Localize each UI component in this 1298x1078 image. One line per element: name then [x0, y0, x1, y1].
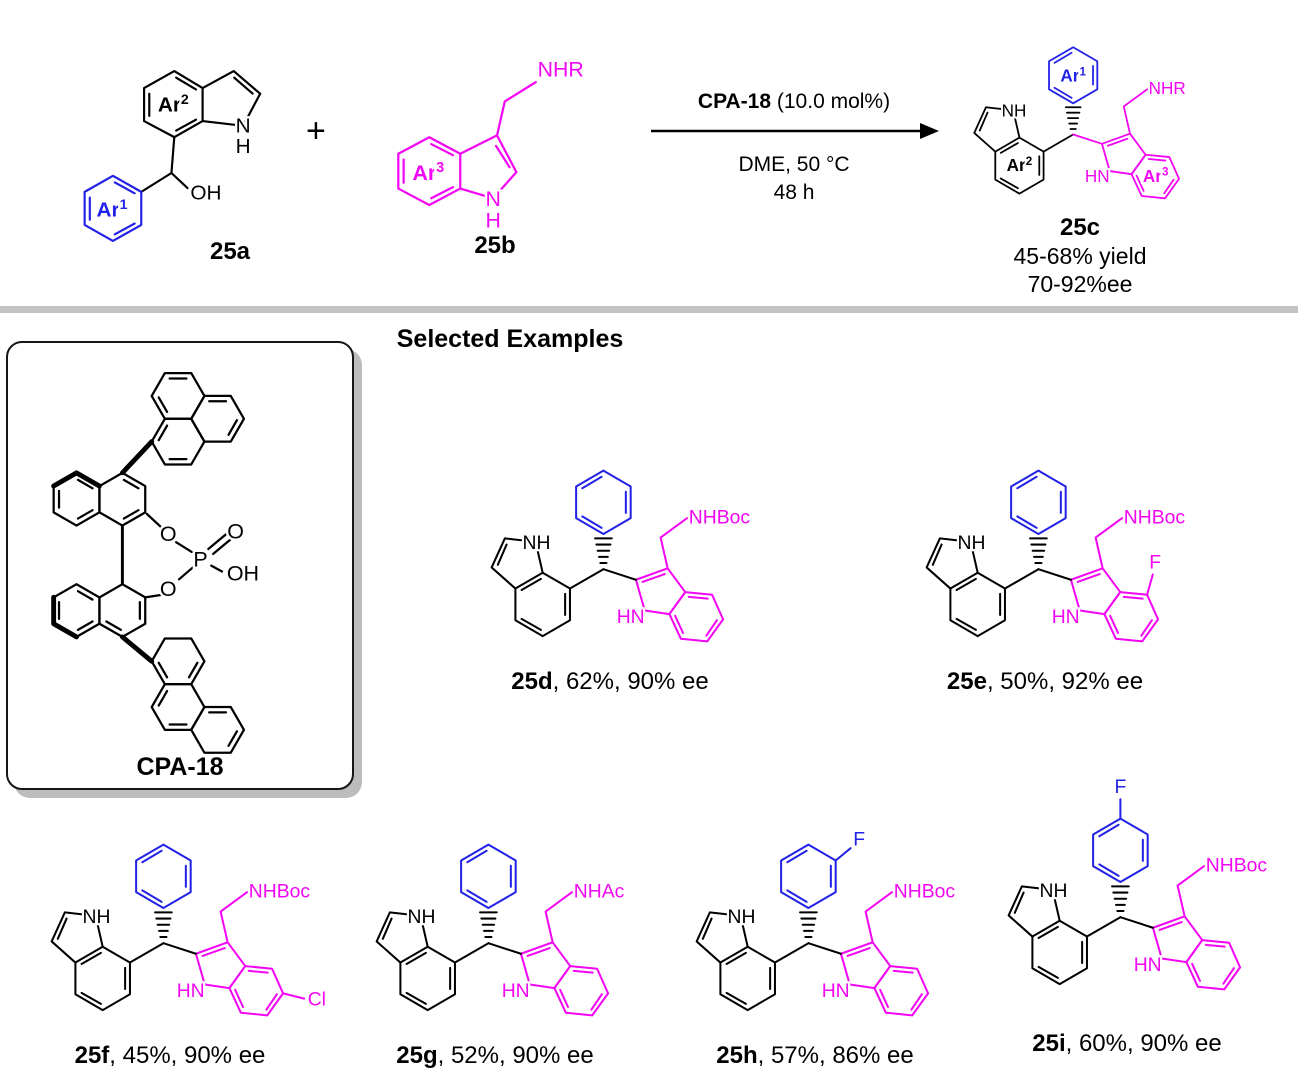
compound-label-25h: 25h, 57%, 86% ee [716, 1042, 914, 1069]
atom-label-hn: HN [822, 980, 850, 1002]
catalyst-box: O O P OH O CPA-18 [6, 341, 354, 790]
atom-label-o-double: O [227, 519, 244, 543]
compound-label-25f: 25f, 45%, 90% ee [74, 1042, 266, 1069]
structure-cpa-18: O O P OH O [51, 371, 262, 754]
ar1-label: Ar1 [97, 196, 128, 222]
ar2-label: Ar2 [1007, 155, 1033, 175]
atom-label-h: H [485, 208, 500, 232]
time-text: 48 h [773, 181, 815, 204]
substituent-label-25h: F [853, 829, 865, 851]
section-title: Selected Examples [396, 325, 624, 353]
structure-25d: NH HN NHBoc [490, 469, 753, 643]
atom-label-h: H [236, 135, 251, 158]
amine-label-25c: NHR [1149, 78, 1186, 98]
reaction-conditions: CPA-18 (10.0 mol%) DME, 50 °C 48 h [648, 90, 940, 205]
yield-range: 45-68% yield [1013, 243, 1147, 269]
plus-sign: + [306, 112, 326, 150]
compound-label-25a: 25a [209, 238, 251, 265]
atom-label-o2: O [160, 577, 177, 601]
atom-label-n: N [485, 187, 500, 211]
catalyst-loading-text: CPA-18 (10.0 mol%) [697, 90, 891, 113]
structure-25e: NH HN NHBoc F [925, 469, 1188, 643]
atom-label-nh: NH [523, 532, 551, 554]
atom-label-nh: NH [408, 906, 436, 928]
structure-25b: N H NHR Ar3 [397, 55, 586, 235]
atom-label-nh: NH [728, 906, 756, 928]
structure-25c: NH HN NHR Ar1 Ar2 Ar3 [973, 46, 1188, 200]
solvent-temp-text: DME, 50 °C [738, 153, 850, 176]
atom-label-nh: NH [83, 906, 111, 928]
atom-label-p: P [193, 548, 207, 572]
ar3-label: Ar3 [1143, 166, 1169, 186]
atom-label-hn: HN [1052, 606, 1080, 628]
ar2-label: Ar2 [158, 91, 189, 117]
amine-label-25g: NHAc [574, 880, 625, 902]
atom-label-nh: NH [958, 532, 986, 554]
compound-label-25b: 25b [474, 232, 516, 259]
structure-25f: NH HN NHBoc Cl [50, 843, 328, 1017]
reaction-arrow [651, 123, 939, 139]
section-divider [0, 306, 1298, 313]
atom-label-hn: HN [177, 980, 205, 1002]
amine-label-25f: NHBoc [249, 880, 311, 902]
atom-label-nh: NH [1040, 880, 1068, 902]
structure-25h: NH HN NHBoc F [695, 826, 958, 1017]
amine-label-25d: NHBoc [689, 506, 751, 528]
compound-label-25d: 25d, 62%, 90% ee [511, 668, 709, 695]
atom-label-hn: HN [1134, 954, 1162, 976]
product-caption: 25c 45-68% yield 70-92%ee [955, 214, 1205, 298]
compound-label-25c: 25c [1059, 214, 1101, 241]
atom-label-hn: HN [1085, 166, 1110, 186]
atom-label-o: O [160, 522, 177, 546]
ar3-label: Ar3 [412, 160, 444, 185]
atom-label-oh: OH [190, 181, 221, 204]
atom-label-hn: HN [617, 606, 645, 628]
amine-label-25h: NHBoc [894, 880, 956, 902]
compound-label-25i: 25i, 60%, 90% ee [1032, 1030, 1222, 1057]
structure-25a: N H OH Ar2 Ar1 [83, 69, 262, 243]
structure-25g: NH HN NHAc [375, 843, 627, 1017]
ar1-label: Ar1 [1060, 65, 1086, 85]
substituent-label-25e: F [1149, 551, 1161, 573]
compound-label-25e: 25e, 50%, 92% ee [946, 668, 1144, 695]
catalyst-label: CPA-18 [136, 753, 224, 781]
ee-range: 70-92%ee [1027, 271, 1133, 297]
amine-label-25e: NHBoc [1124, 506, 1186, 528]
amine-label-25i: NHBoc [1206, 854, 1268, 876]
atom-label-oh: OH [227, 561, 259, 585]
compound-label-25g: 25g, 52%, 90% ee [396, 1042, 594, 1069]
atom-label-n: N [236, 114, 251, 137]
amine-label-25b: NHR [538, 57, 584, 81]
substituent-label-25f: Cl [308, 989, 326, 1011]
substituent-label-25i: F [1114, 776, 1126, 798]
atom-label-hn: HN [502, 980, 530, 1002]
atom-label-nh: NH [1002, 101, 1027, 121]
structure-25i: NH HN NHBoc F [1007, 774, 1270, 991]
